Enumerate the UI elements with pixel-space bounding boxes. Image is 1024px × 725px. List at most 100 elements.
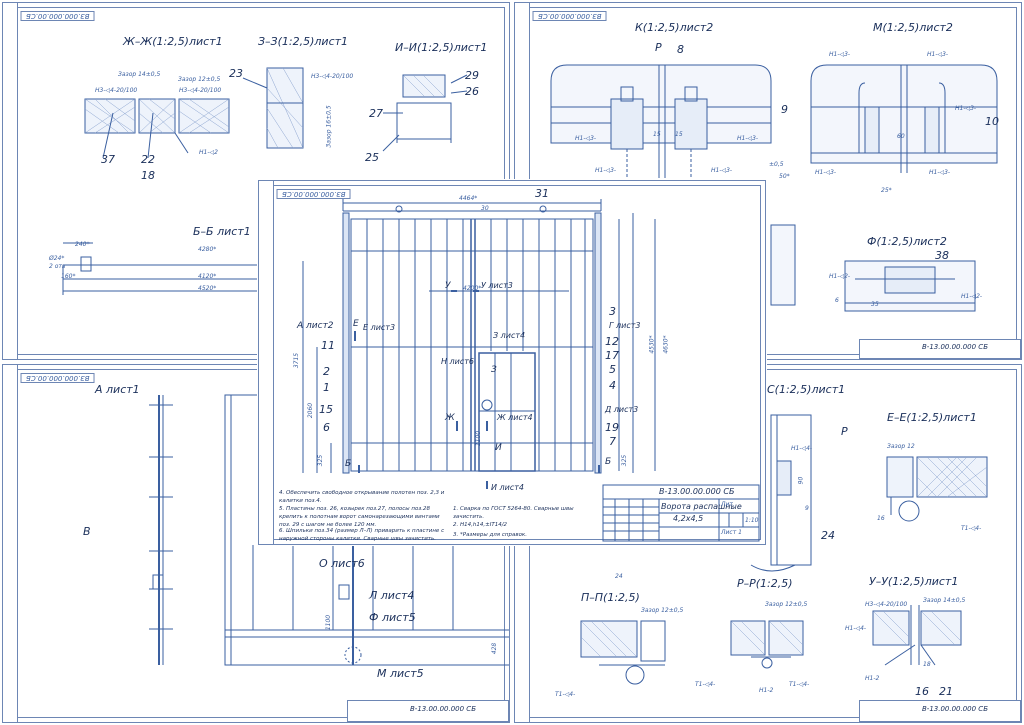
title-name-1: Ворота распашные <box>661 502 742 511</box>
detail-mark-o: О лист6 <box>319 557 365 570</box>
gap-label-z: Зазор 16±0,5 <box>325 105 333 148</box>
section-zh-sheet: Ж лист4 <box>497 413 533 422</box>
section-e: Е <box>353 319 359 329</box>
view-title-u: У–У(1:2,5)лист1 <box>869 575 959 588</box>
callout-10: 10 <box>985 115 999 128</box>
dim-4200: 4200* <box>463 285 482 292</box>
callout-7: 7 <box>609 435 616 448</box>
callout-6: 6 <box>323 421 330 434</box>
weld-t1-p: Т1-◁4- <box>555 691 576 698</box>
section-d: Д лист3 <box>605 405 639 414</box>
weld-h1-k4: Н1-◁3- <box>711 167 733 174</box>
dim-15b: 15 <box>675 131 683 138</box>
dim-tol: ±0,5 <box>769 161 784 168</box>
callout-3: 3 <box>609 305 616 318</box>
title-scale: 1:10 <box>745 517 759 524</box>
view-title-p: П–П(1:2,5) <box>581 591 640 604</box>
weld-label-h1: Н1-◁2 <box>199 149 218 156</box>
weld-h1-k2: Н1-◁3- <box>737 135 759 142</box>
doc-code: В-13.00.00.000 СБ <box>922 705 989 713</box>
view-title-b: Б–Б лист1 <box>193 225 251 238</box>
dim-d24: Ø24* <box>49 255 65 262</box>
weld-h1-m4: Н1-◁3- <box>815 169 837 176</box>
gap-14: Зазор 14±0,5 <box>923 597 966 604</box>
dim-4464: 4464* <box>459 195 478 202</box>
view-title-m: М(1:2,5)лист2 <box>873 21 953 34</box>
doc-code: В-13.00.00.000 СБ <box>410 705 477 713</box>
weld-h1-f1: Н1-◁2- <box>829 273 851 280</box>
dim-4520: 4520* <box>198 285 217 292</box>
callout-22: 22 <box>141 153 155 166</box>
note-4: 4. Обеспечить свободное открывание полот… <box>279 490 445 504</box>
dim-4280: 4280* <box>198 246 217 253</box>
callout-26: 26 <box>465 85 479 98</box>
weld-h1-m3: Н1-◁3- <box>955 105 977 112</box>
dim-16-br: 16 <box>877 515 885 522</box>
section-e-sheet: Е лист3 <box>363 323 396 332</box>
sheet-main: ВЗ.000.000.00.СБ <box>258 180 766 545</box>
callout-23: 23 <box>229 67 243 80</box>
callout-5: 5 <box>609 363 616 376</box>
title-sheet-no: Лист 1 <box>721 529 742 536</box>
gap-label-1: Зазор 14±0,5 <box>118 71 161 78</box>
dim-1100-bl: 1100 <box>325 614 333 631</box>
view-title-k: К(1:2,5)лист2 <box>635 21 714 34</box>
callout-9: 9 <box>781 103 788 116</box>
section-n: Н лист6 <box>441 357 475 366</box>
view-title-e: Е–Е(1:2,5)лист1 <box>887 411 977 424</box>
weld-t1-e: Т1-◁4- <box>961 525 982 532</box>
view-title-z: З–З(1:2,5)лист1 <box>258 35 349 48</box>
gap-12: Зазор 12 <box>887 443 915 450</box>
callout-16: 16 <box>915 685 929 698</box>
gap-12b-r: Зазор 12±0,5 <box>765 601 808 608</box>
callout-29: 29 <box>465 69 479 82</box>
weld-h1-s: Н1-◁4- <box>791 445 813 452</box>
section-a: А лист2 <box>297 321 334 331</box>
section-u-sheet: У лист3 <box>481 281 513 290</box>
dim-4120: 4120* <box>198 273 217 280</box>
callout-37: 37 <box>101 153 115 166</box>
callout-31: 31 <box>535 187 549 200</box>
section-b-right: Б <box>605 457 612 467</box>
dim-15a: 15 <box>653 131 661 138</box>
bottom-right-drawing <box>580 414 988 685</box>
view-title-f: Ф(1:2,5)лист2 <box>867 235 947 248</box>
dim-60: 60 <box>897 133 905 140</box>
gap-label-2: Зазор 12±0,5 <box>178 76 221 83</box>
dim-3715: 3715 <box>293 352 301 369</box>
title-lit: Лит. <box>721 501 735 508</box>
callout-19: 19 <box>605 421 619 434</box>
weld-h1-u: Н1-◁4- <box>845 625 867 632</box>
title-name-2: 4,2х4,5 <box>673 514 704 523</box>
callout-27: 27 <box>369 107 383 120</box>
dim-24-br: 24 <box>615 573 623 580</box>
callout-24: 24 <box>821 529 835 542</box>
top-left-drawing <box>62 67 503 295</box>
section-g: Г лист3 <box>609 321 641 330</box>
weld-h3-u: Н3-◁4-20/100 <box>865 601 908 608</box>
dim-25: 25* <box>881 187 892 194</box>
callout-12: 12 <box>605 335 619 348</box>
view-title-zh: Ж–Ж(1:2,5)лист1 <box>123 35 223 48</box>
doc-code: В-13.00.00.000 СБ <box>922 343 989 351</box>
note-5: 5. Пластины поз. 26, козырек поз.27, пол… <box>279 506 440 528</box>
detail-mark-m: М лист5 <box>377 667 424 680</box>
weld-h1b-u: Н1-2 <box>865 675 880 682</box>
callout-17: 17 <box>605 349 619 362</box>
detail-mark-f: Ф лист5 <box>369 611 416 624</box>
callout-18: 18 <box>141 169 155 182</box>
view-mark-v: В <box>83 525 91 538</box>
view-title-s: С(1:2,5)лист1 <box>767 383 846 396</box>
dim-9-br: 9 <box>805 505 809 512</box>
callout-25: 25 <box>365 151 379 164</box>
section-b-left: Б <box>345 459 352 469</box>
dim-35: 35 <box>871 301 879 308</box>
dim-240: 240* <box>75 241 90 248</box>
section-mark-p: Р <box>655 41 662 54</box>
dim-2holes: 2 отв <box>49 263 66 270</box>
dim-325-left: 325 <box>317 454 325 467</box>
gap-12b-p: Зазор 12±0,5 <box>641 607 684 614</box>
view-title-a: А лист1 <box>95 383 140 396</box>
dim-4530: 4530* <box>648 335 656 354</box>
section-u: У <box>445 281 451 291</box>
